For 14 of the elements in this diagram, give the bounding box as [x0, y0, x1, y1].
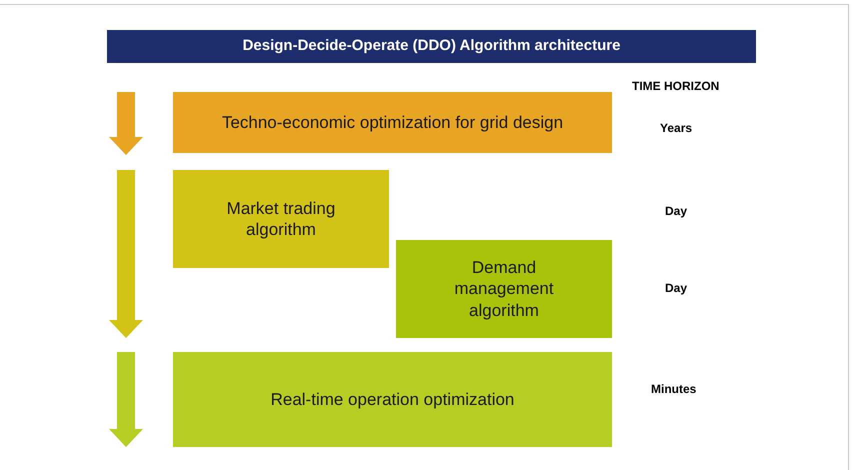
time-label: Day	[665, 280, 688, 297]
column-heading: TIME HORIZON	[632, 78, 720, 95]
title-bar: Design-Decide-Operate (DDO) Algorithm architecture	[107, 30, 756, 63]
box-label: Market trading algorithm	[226, 198, 336, 240]
time-label: Years	[660, 120, 692, 137]
time-label: Day	[665, 203, 688, 220]
box-label: Techno-economic optimization for grid design	[222, 112, 564, 134]
box-label: Real-time operation optimization	[270, 388, 514, 410]
process-box	[173, 170, 389, 268]
process-box	[173, 92, 612, 153]
time-label: Minutes	[651, 381, 696, 398]
box-label: Demand management algorithm	[453, 257, 555, 321]
process-box	[396, 240, 612, 338]
process-box	[173, 352, 612, 447]
